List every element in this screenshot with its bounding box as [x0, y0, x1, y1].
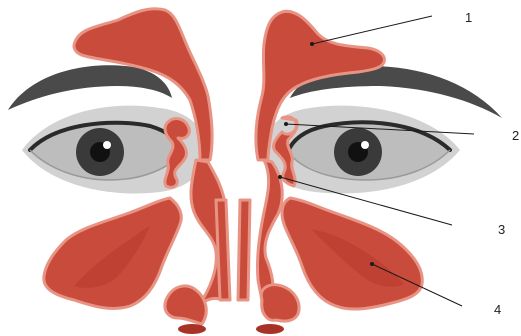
right-nostril-flare	[261, 285, 299, 321]
nasal-septum-right	[238, 200, 250, 300]
right-nasal-wall	[257, 160, 282, 302]
leader-line-1	[312, 16, 432, 44]
left-nostril-flare	[165, 286, 206, 324]
label-1: 1	[465, 10, 472, 25]
left-eyebrow	[8, 65, 172, 110]
right-nostril	[256, 324, 284, 334]
leader-dot-2	[284, 122, 288, 126]
leader-dot-4	[370, 262, 374, 266]
right-eye-highlight	[361, 141, 369, 149]
leader-dot-3	[278, 175, 282, 179]
label-3: 3	[498, 222, 505, 237]
label-4: 4	[494, 302, 501, 317]
left-nostril	[178, 324, 206, 334]
leader-dot-1	[310, 42, 314, 46]
label-2: 2	[512, 128, 519, 143]
nasal-septum-left	[216, 200, 230, 300]
left-eye-highlight	[103, 141, 111, 149]
